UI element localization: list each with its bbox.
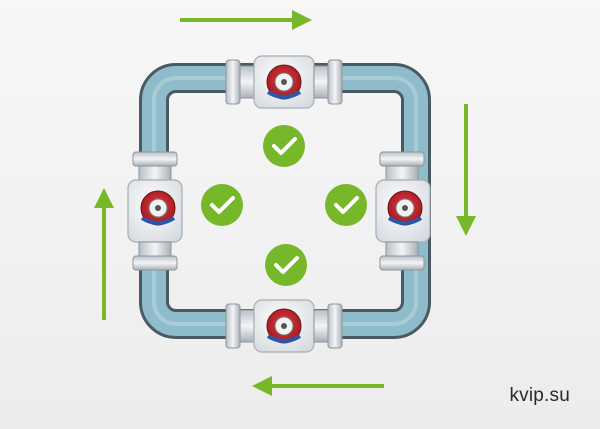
- check-icon: [325, 184, 367, 226]
- arrow-right-icon: [180, 10, 312, 30]
- arrow-left-icon: [252, 376, 384, 396]
- check-icon: [263, 125, 305, 167]
- arrow-up-icon: [94, 188, 114, 320]
- check-icon: [265, 244, 307, 286]
- valve-bottom: [225, 299, 343, 353]
- watermark: kvip.su: [509, 385, 570, 406]
- valve-left: [127, 151, 183, 271]
- arrow-down-icon: [456, 104, 476, 236]
- valve-top: [225, 55, 343, 109]
- check-icon: [201, 184, 243, 226]
- valve-right: [375, 151, 431, 271]
